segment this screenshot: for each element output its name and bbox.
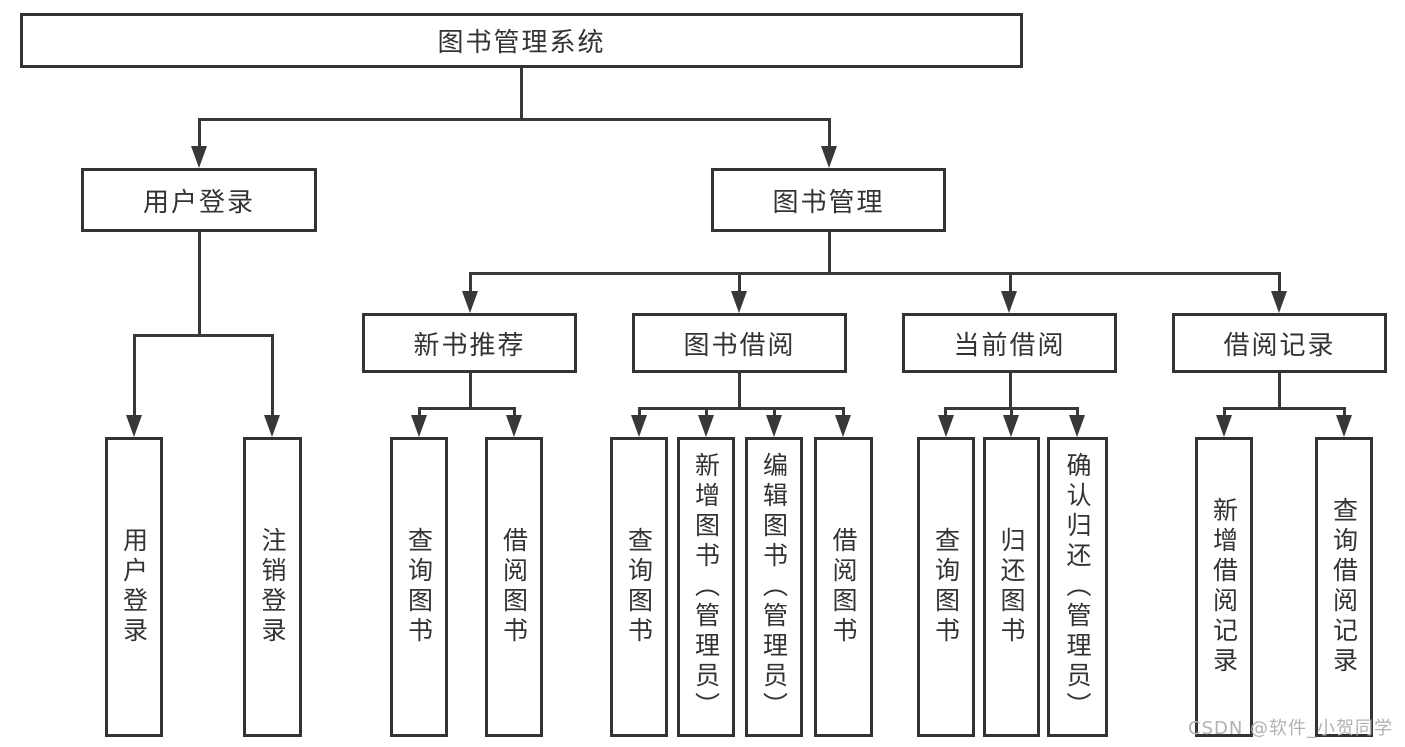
arrow-down-icon xyxy=(126,415,142,437)
arrow-down-icon xyxy=(731,291,747,313)
leaf-query-borrow-record: 查询借阅记录 xyxy=(1315,437,1373,737)
arrow-down-icon xyxy=(411,415,427,437)
connector-line xyxy=(738,373,741,407)
connector-line xyxy=(133,334,136,418)
connector-line xyxy=(1343,407,1346,418)
leaf-query-books-recommend: 查询图书 xyxy=(390,437,448,737)
connector-line xyxy=(1009,272,1012,294)
leaf-user-login: 用户登录 xyxy=(105,437,163,737)
arrow-down-icon xyxy=(191,146,207,168)
leaf-add-borrow-record: 新增借阅记录 xyxy=(1195,437,1253,737)
arrow-down-icon xyxy=(766,415,782,437)
node-system-root: 图书管理系统 xyxy=(20,13,1023,68)
connector-line xyxy=(738,272,741,294)
arrow-down-icon xyxy=(821,146,837,168)
connector-line xyxy=(418,407,421,418)
leaf-borrow-books: 借阅图书 xyxy=(814,437,873,737)
connector-line xyxy=(638,407,845,410)
connector-line xyxy=(773,407,776,418)
leaf-query-books-borrow: 查询图书 xyxy=(610,437,668,737)
connector-line xyxy=(1278,373,1281,407)
connector-line xyxy=(1009,373,1012,407)
arrow-down-icon xyxy=(506,415,522,437)
arrow-down-icon xyxy=(938,415,954,437)
connector-line xyxy=(418,407,516,410)
node-book-borrow: 图书借阅 xyxy=(632,313,847,373)
arrow-down-icon xyxy=(264,415,280,437)
leaf-borrow-books-recommend: 借阅图书 xyxy=(485,437,543,737)
arrow-down-icon xyxy=(462,291,478,313)
arrow-down-icon xyxy=(631,415,647,437)
node-user-login: 用户登录 xyxy=(81,168,317,232)
arrow-down-icon xyxy=(698,415,714,437)
connector-line xyxy=(944,407,947,418)
connector-line xyxy=(1223,407,1346,410)
connector-line xyxy=(705,407,708,418)
connector-line xyxy=(469,272,1281,275)
connector-line xyxy=(513,407,516,418)
connector-line xyxy=(828,118,831,150)
connector-line xyxy=(271,334,274,418)
csdn-watermark: CSDN @软件_小贺同学 xyxy=(1188,718,1394,739)
connector-line xyxy=(469,373,472,407)
connector-line xyxy=(1278,272,1281,294)
node-new-book-recommend: 新书推荐 xyxy=(362,313,577,373)
arrow-down-icon xyxy=(1271,291,1287,313)
arrow-down-icon xyxy=(1216,415,1232,437)
connector-line xyxy=(198,118,831,121)
leaf-query-books-current: 查询图书 xyxy=(917,437,975,737)
connector-line xyxy=(198,232,201,335)
connector-line xyxy=(133,334,274,337)
connector-line xyxy=(198,118,201,150)
connector-line xyxy=(828,232,831,272)
node-borrow-records: 借阅记录 xyxy=(1172,313,1387,373)
leaf-return-books: 归还图书 xyxy=(983,437,1040,737)
leaf-confirm-return-admin: 确认归还（管理员） xyxy=(1047,437,1108,737)
connector-line xyxy=(520,68,523,118)
leaf-logout: 注销登录 xyxy=(243,437,302,737)
arrow-down-icon xyxy=(1001,291,1017,313)
arrow-down-icon xyxy=(1069,415,1085,437)
arrow-down-icon xyxy=(1003,415,1019,437)
connector-line xyxy=(1076,407,1079,418)
connector-line xyxy=(842,407,845,418)
arrow-down-icon xyxy=(1336,415,1352,437)
arrow-down-icon xyxy=(835,415,851,437)
connector-line xyxy=(1010,407,1013,418)
connector-line xyxy=(469,272,472,294)
connector-line xyxy=(1223,407,1226,418)
node-book-management: 图书管理 xyxy=(711,168,946,232)
leaf-edit-books-admin: 编辑图书（管理员） xyxy=(745,437,803,737)
node-current-borrow: 当前借阅 xyxy=(902,313,1117,373)
leaf-add-books-admin: 新增图书（管理员） xyxy=(677,437,735,737)
connector-line xyxy=(638,407,641,418)
